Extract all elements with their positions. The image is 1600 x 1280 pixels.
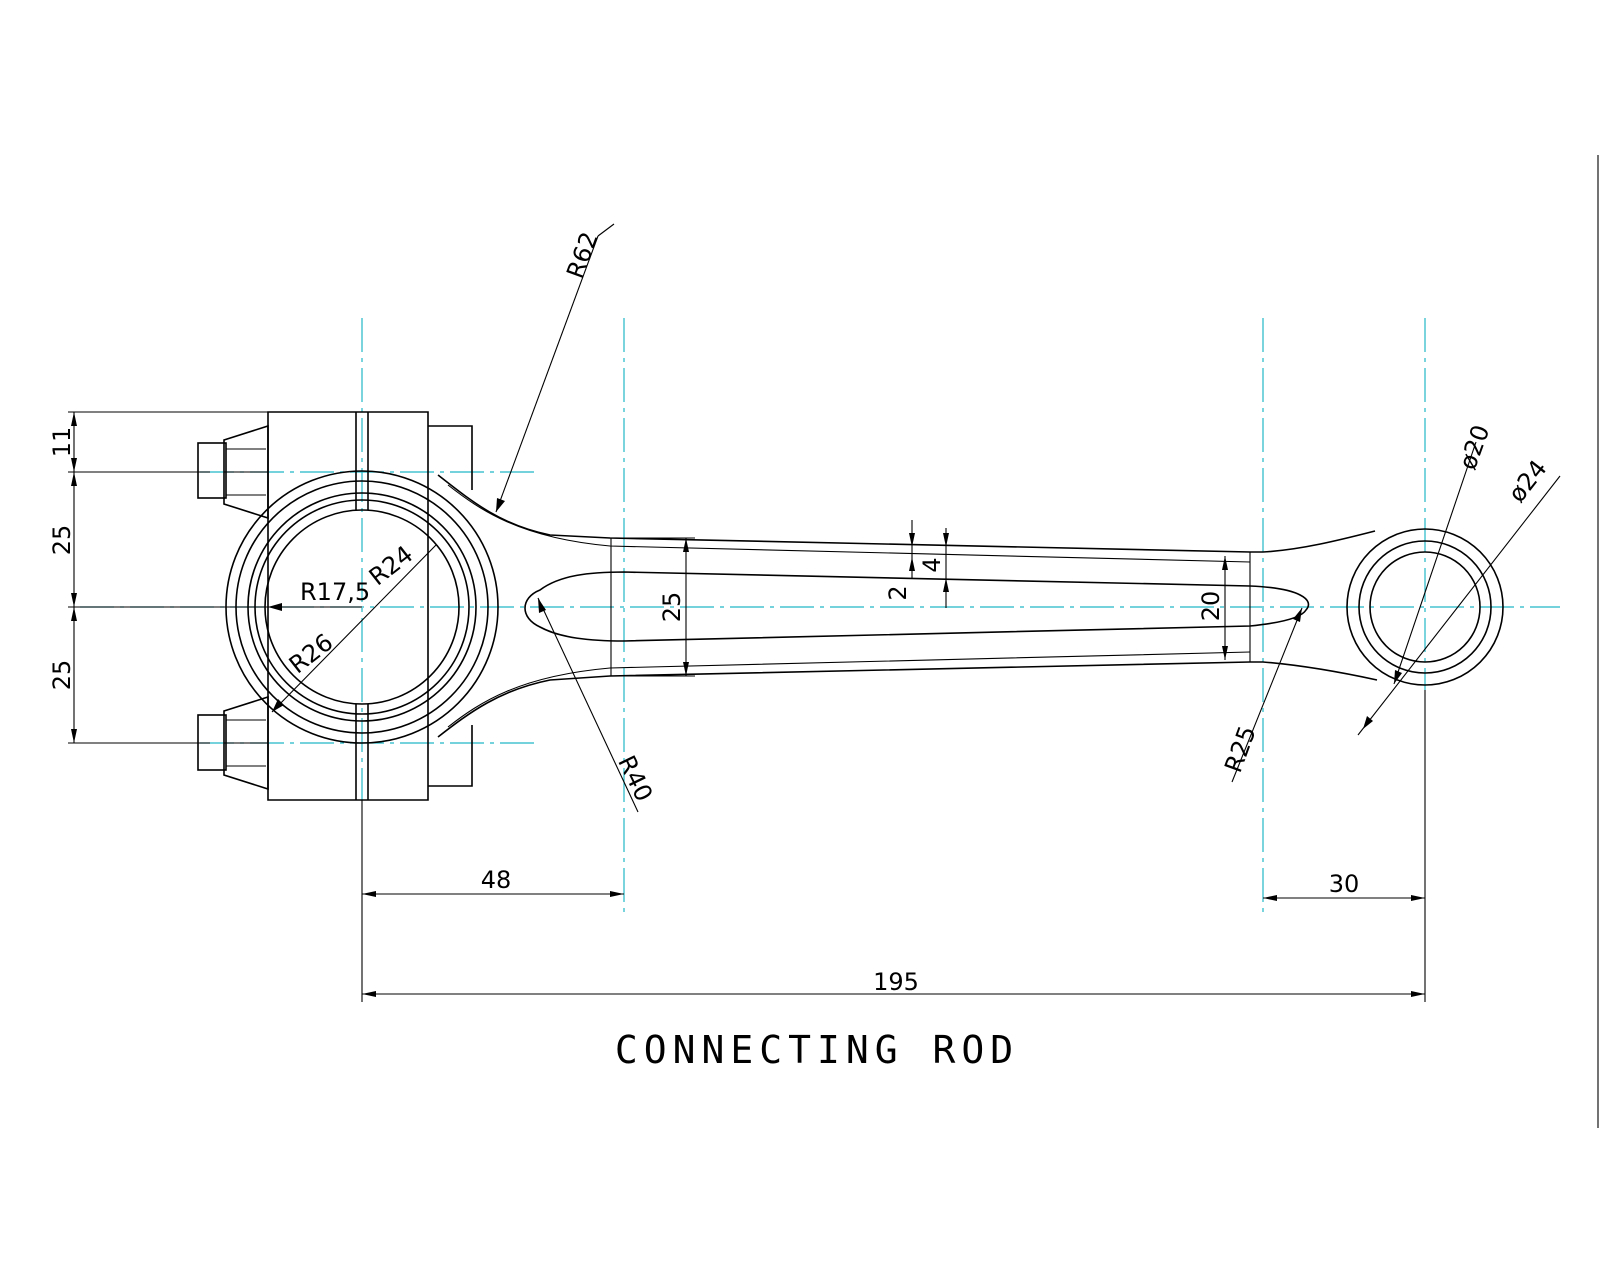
dim-web-4-label: 4 <box>918 557 946 572</box>
dim-small-20-label: 20 <box>1197 591 1225 622</box>
dim-11-label: 11 <box>48 427 76 458</box>
dim-d24-label: ø24 <box>1503 455 1553 508</box>
dim-25-upper-label: 25 <box>48 525 76 556</box>
dim-r25-label: R25 <box>1219 722 1261 776</box>
dim-web-2-label: 2 <box>884 585 912 600</box>
rod-lower-edge <box>437 661 1378 738</box>
dimensions: 11 25 25 R17,5 R24 R26 R62 R40 R25 25 <box>48 223 1561 1002</box>
dim-r62-label: R62 <box>561 228 603 282</box>
center-lines <box>80 318 1560 912</box>
upper-bolt-thread-end <box>197 442 227 499</box>
dim-d20-label: ø20 <box>1454 421 1496 473</box>
rod-upper-edge <box>437 474 1376 553</box>
small-end-bore <box>1369 551 1481 663</box>
dim-r17-5-label: R17,5 <box>300 578 370 606</box>
dim-r40-label: R40 <box>612 751 658 806</box>
dim-25-lower-label: 25 <box>48 660 76 691</box>
dim-195-label: 195 <box>873 968 919 996</box>
small-end-bushing-circle <box>1358 540 1492 674</box>
small-end-outer-circle <box>1346 528 1504 686</box>
dim-30-label: 30 <box>1329 870 1360 898</box>
dim-48-label: 48 <box>481 866 512 894</box>
rod-body <box>437 474 1378 738</box>
drawing-title: CONNECTING ROD <box>615 1028 1019 1072</box>
dim-shank-25-label: 25 <box>658 592 686 623</box>
small-end <box>1346 528 1504 686</box>
dim-r24-label: R24 <box>364 540 418 591</box>
